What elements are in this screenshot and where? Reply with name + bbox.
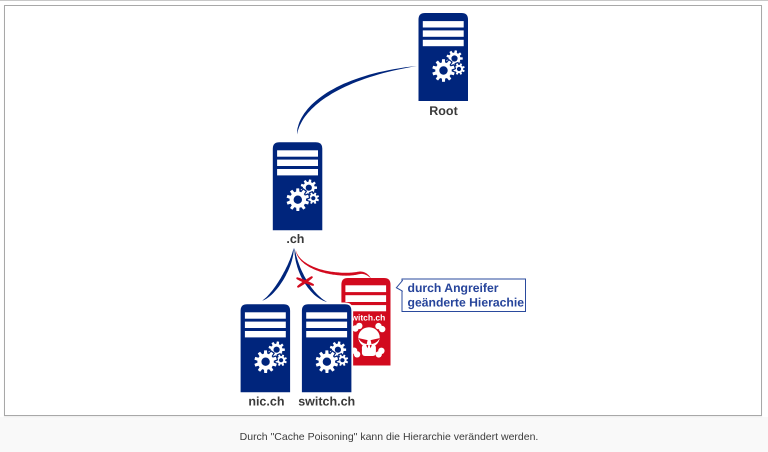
svg-text:geänderte Hierachie: geänderte Hierachie — [408, 296, 525, 310]
svg-text:switch.ch: switch.ch — [347, 312, 386, 322]
svg-text:durch Angreifer: durch Angreifer — [408, 281, 499, 295]
svg-text:Root: Root — [429, 104, 458, 118]
svg-text:switch.ch: switch.ch — [298, 395, 355, 409]
svg-text:.ch: .ch — [286, 232, 304, 246]
svg-text:nic.ch: nic.ch — [248, 395, 284, 409]
